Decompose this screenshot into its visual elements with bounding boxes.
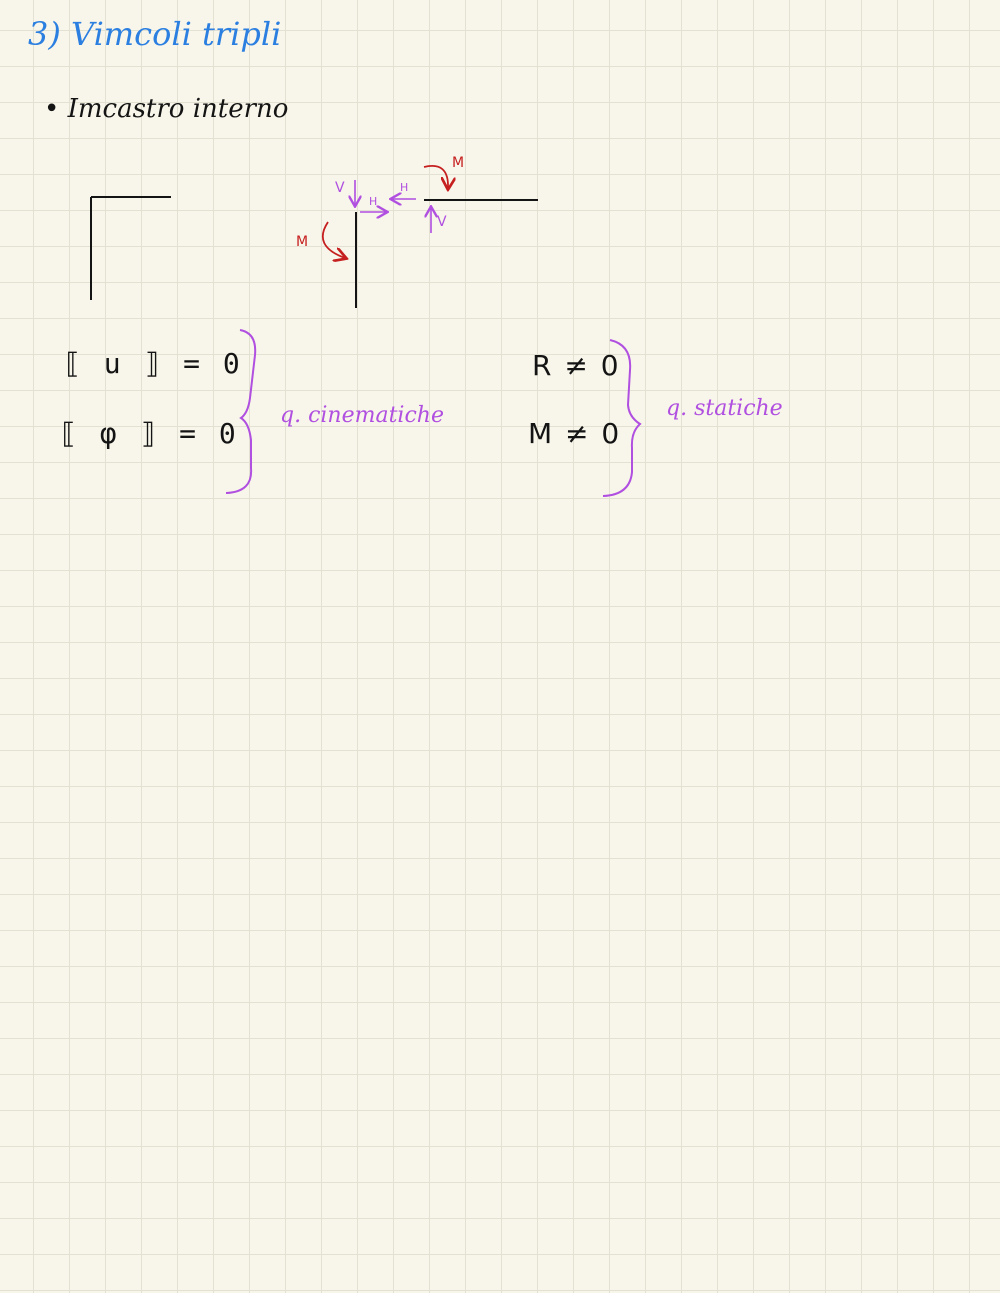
kinematic-label: q. cinematiche	[280, 403, 444, 428]
jump-u-equation: ⟦ u ⟧ = 0	[64, 347, 243, 380]
m-top-label: M	[452, 155, 465, 171]
h-right-label: H	[400, 181, 409, 194]
static-label: q. statiche	[666, 396, 783, 421]
page-heading: 3) Vimcoli tripli	[28, 15, 282, 53]
right-brace	[602, 339, 642, 497]
m-top-arrow	[423, 165, 448, 188]
v-left-label: V	[335, 180, 345, 196]
jump-phi-equation: ⟦ φ ⟧ = 0	[60, 417, 239, 450]
joint-frame	[90, 196, 171, 300]
moment-equation: M ≠ 0	[528, 417, 622, 450]
m-left-arrow	[321, 221, 345, 258]
bullet-item: • Imcastro interno	[44, 94, 289, 124]
reaction-equation: R ≠ 0	[532, 349, 621, 382]
left-brace	[225, 329, 257, 494]
v-right-label: V	[437, 214, 447, 230]
m-left-label: M	[296, 234, 309, 250]
h-left-label: H	[369, 195, 378, 208]
